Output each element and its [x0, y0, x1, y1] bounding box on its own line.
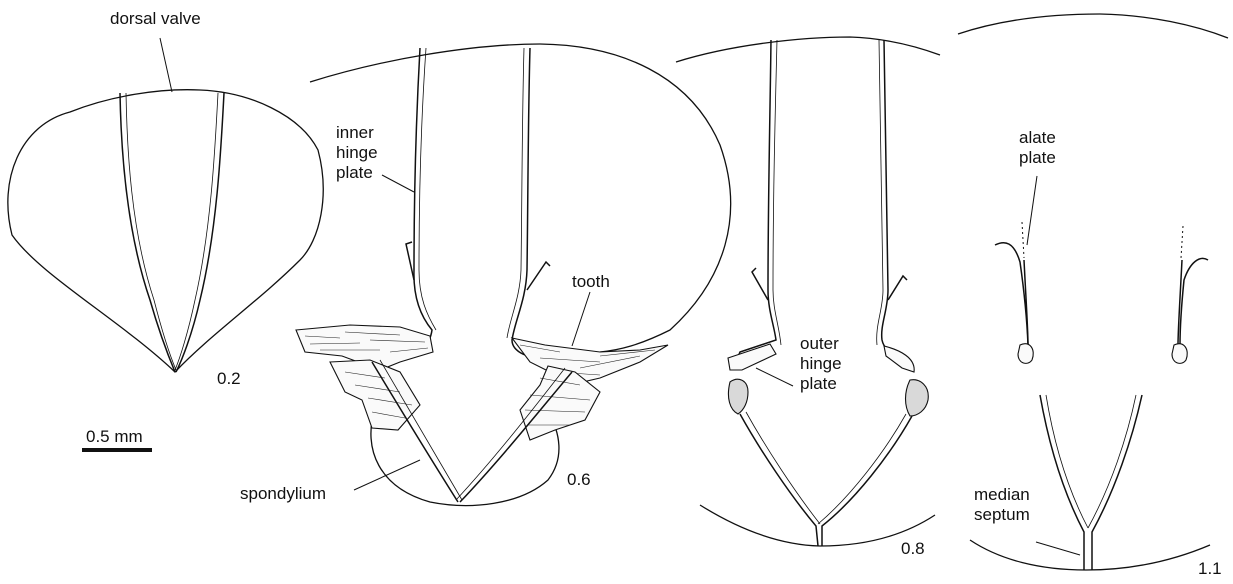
section-0.8-spondylium-left: [740, 414, 818, 546]
section-1.1-right-alate-plate: [1180, 258, 1208, 345]
section-0.8-left-process: [752, 268, 768, 300]
outer-hinge-plate-label-line-2: hinge: [800, 354, 842, 373]
section-number-1.1: 1.1: [1198, 559, 1222, 578]
scale-bar-label: 0.5 mm: [86, 427, 143, 446]
alate-plate-leader: [1027, 176, 1037, 245]
section-1.1-left-knob: [1018, 344, 1033, 364]
section-0.6-spondylium-right: [460, 372, 572, 502]
section-0.8-left-hinge-plate: [734, 40, 776, 366]
section-1.1-septum-right-arm: [1092, 395, 1142, 570]
scale-bar: 0.5 mm: [82, 427, 152, 450]
section-0.6-spondylium-left: [372, 362, 458, 502]
section-0.8-right-outer-hinge-plate: [884, 346, 914, 372]
median-septum-label: median septum: [974, 485, 1035, 524]
tooth-leader: [572, 292, 590, 346]
section-0.8-right-hinge-plate-inner: [877, 40, 883, 345]
section-number-0.2: 0.2: [217, 369, 241, 388]
dorsal-valve-leader: [160, 38, 172, 92]
section-0.8: outer hinge plate 0.8: [676, 37, 940, 558]
section-1.1-ventral-outline: [970, 540, 1210, 570]
alate-plate-label-line-1: alate: [1019, 128, 1056, 147]
inner-hinge-plate-label-line-1: inner: [336, 123, 374, 142]
section-0.8-right-hinge-plate: [882, 40, 910, 370]
spondylium-leader: [354, 460, 420, 490]
section-1.1-left-alate-plate: [995, 243, 1028, 345]
tooth-label: tooth: [572, 272, 610, 291]
section-1.1-right-knob: [1172, 344, 1187, 364]
section-0.6-inner-hinge-plate-right: [512, 48, 548, 358]
median-septum-label-line-1: median: [974, 485, 1030, 504]
dorsal-valve-label: dorsal valve: [110, 9, 201, 28]
section-0.2-right-plate: [176, 93, 224, 372]
section-0.8-spondylium-left-inner: [746, 412, 820, 524]
section-0.8-left-crus: [728, 379, 748, 414]
inner-hinge-plate-label-line-2: hinge: [336, 143, 378, 162]
section-1.1-septum-left-arm: [1040, 395, 1084, 570]
section-0.2-right-plate-inner: [175, 93, 218, 370]
section-number-0.6: 0.6: [567, 470, 591, 489]
section-0.8-spondylium-right: [822, 416, 912, 546]
section-1.1-dorsal-outline: [958, 14, 1228, 38]
section-1.1-septum-left-arm-inner: [1046, 395, 1088, 528]
section-1.1-left-dashed: [1022, 222, 1024, 258]
inner-hinge-plate-label-line-3: plate: [336, 163, 373, 182]
section-0.6-inner-hinge-plate-right-inner: [507, 48, 524, 338]
section-0.8-right-process: [888, 276, 907, 300]
median-septum-label-line-2: septum: [974, 505, 1030, 524]
section-1.1-septum-right-arm-inner: [1088, 395, 1136, 528]
section-0.6-left-process: [406, 242, 414, 280]
section-0.2-left-plate: [120, 93, 175, 372]
outer-hinge-plate-label-line-1: outer: [800, 334, 839, 353]
alate-plate-label: alate plate: [1019, 128, 1061, 167]
inner-hinge-plate-label: inner hinge plate: [336, 123, 382, 182]
outer-hinge-plate-label-line-3: plate: [800, 374, 837, 393]
section-0.2-outline: [8, 90, 323, 372]
section-0.8-right-crus: [906, 380, 929, 416]
section-1.1: alate plate median septum 1.1: [958, 14, 1228, 578]
alate-plate-label-line-2: plate: [1019, 148, 1056, 167]
section-0.6-right-process: [527, 262, 550, 290]
section-0.6: inner hinge plate tooth spondylium 0.6: [240, 44, 731, 506]
spondylium-label: spondylium: [240, 484, 326, 503]
inner-hinge-plate-leader: [382, 175, 414, 192]
section-0.6-inner-hinge-plate-left-inner: [419, 48, 436, 330]
median-septum-leader: [1036, 542, 1080, 555]
section-0.8-dorsal-outline: [676, 37, 940, 62]
section-0.8-spondylium-right-inner: [818, 414, 906, 524]
section-number-0.8: 0.8: [901, 539, 925, 558]
outer-hinge-plate-leader: [756, 368, 793, 386]
section-0.8-left-hinge-plate-inner: [773, 40, 781, 345]
section-0.2-left-plate-inner: [126, 93, 176, 370]
section-0.2: dorsal valve 0.2: [8, 9, 323, 388]
outer-hinge-plate-label: outer hinge plate: [800, 334, 846, 393]
section-1.1-right-dashed: [1181, 226, 1183, 258]
